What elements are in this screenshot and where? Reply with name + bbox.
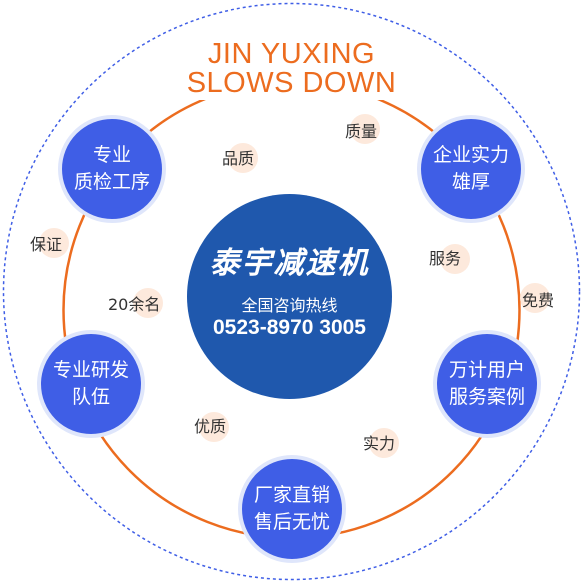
node-after-sales: 厂家直销 售后无忧 xyxy=(238,455,346,563)
hotline-number: 0523-8970 3005 xyxy=(213,316,366,339)
label-excellent: 优质 xyxy=(194,417,227,436)
title-backdrop xyxy=(180,36,404,100)
label-free: 免费 xyxy=(522,291,555,310)
node-cases: 万计用户 服务案例 xyxy=(433,330,541,438)
label-blob xyxy=(520,283,550,313)
center-hub: 泰宇减速机 全国咨询热线 0523-8970 3005 xyxy=(187,194,392,399)
hotline-label: 全国咨询热线 xyxy=(241,296,338,315)
label-power: 实力 xyxy=(363,434,396,453)
node-text: 企业实力 xyxy=(432,144,509,166)
label-count: 20余名 xyxy=(108,295,161,314)
node-text: 质检工序 xyxy=(73,171,150,193)
node-text: 售后无忧 xyxy=(253,511,330,533)
node-text: 专业研发 xyxy=(52,359,129,381)
title-line-1: JIN YUXING xyxy=(207,38,376,70)
node-text: 队伍 xyxy=(71,386,110,408)
label-service: 服务 xyxy=(429,249,462,268)
brand-name: 泰宇减速机 xyxy=(209,246,370,281)
node-text: 厂家直销 xyxy=(253,484,330,506)
title-line-2: SLOWS DOWN xyxy=(186,67,397,99)
label-blob xyxy=(228,143,258,173)
label-blob xyxy=(440,244,470,274)
label-quality: 质量 xyxy=(345,122,378,141)
label-blob xyxy=(369,428,399,458)
node-rd-team: 专业研发 队伍 xyxy=(37,330,145,438)
node-text: 专业 xyxy=(92,144,131,166)
label-blob xyxy=(350,114,380,144)
node-text: 服务案例 xyxy=(448,386,525,408)
label-guarantee: 保证 xyxy=(30,235,63,254)
node-text: 万计用户 xyxy=(448,359,525,381)
label-blob xyxy=(133,288,163,318)
label-product-quality: 品质 xyxy=(222,149,255,168)
label-blob xyxy=(39,228,69,258)
node-text: 雄厚 xyxy=(451,171,490,193)
node-quality-process: 专业 质检工序 xyxy=(58,115,166,223)
label-blob xyxy=(199,412,229,442)
node-strength: 企业实力 雄厚 xyxy=(417,115,525,223)
